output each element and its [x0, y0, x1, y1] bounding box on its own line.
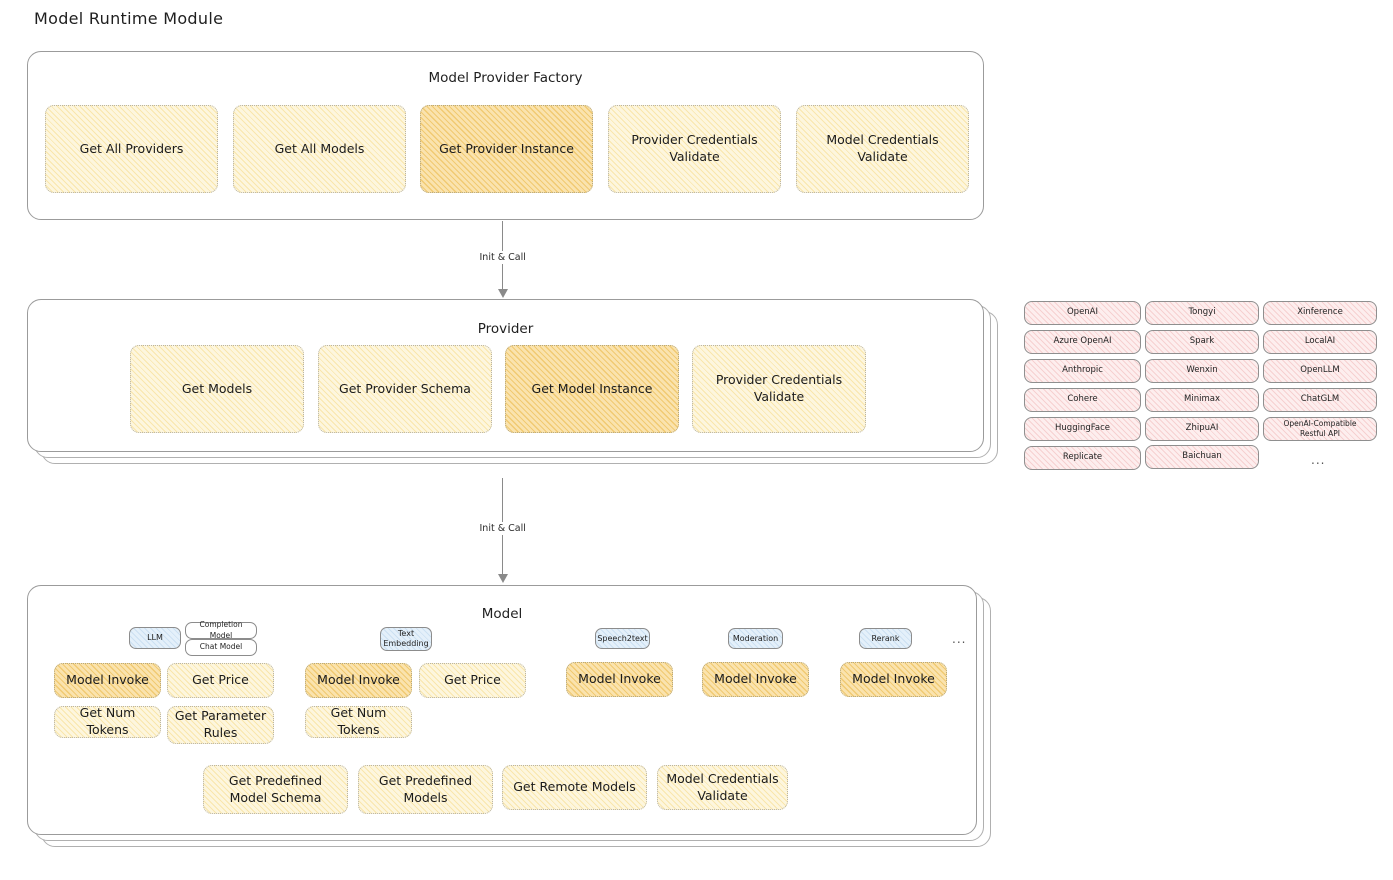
factory-node-get-all-providers[interactable]: Get All Providers: [45, 105, 218, 193]
model-type-badge-llm[interactable]: LLM: [129, 627, 181, 649]
provider-chip-wenxin[interactable]: Wenxin: [1145, 359, 1259, 383]
provider-chip-chatglm[interactable]: ChatGLM: [1263, 388, 1377, 412]
provider-node-get-provider-schema[interactable]: Get Provider Schema: [318, 345, 492, 433]
llm-node-get-num-tokens[interactable]: Get Num Tokens: [54, 705, 161, 738]
provider-chip-cohere[interactable]: Cohere: [1024, 388, 1141, 412]
provider-chip-zhipuai[interactable]: ZhipuAI: [1145, 417, 1259, 441]
model-type-badge-moderation[interactable]: Moderation: [728, 628, 783, 649]
rerank-node-model-invoke[interactable]: Model Invoke: [840, 662, 947, 697]
llm-node-get-price[interactable]: Get Price: [167, 663, 274, 698]
model-shared-node-model-credentials-validate[interactable]: Model Credentials Validate: [657, 765, 788, 810]
text-embedding-node-get-num-tokens[interactable]: Get Num Tokens: [305, 705, 412, 738]
arrow-head-icon: [497, 289, 508, 298]
llm-node-get-parameter-rules[interactable]: Get Parameter Rules: [167, 706, 274, 744]
connector-label: Init & Call: [476, 522, 529, 535]
model-subbadge-completion-model[interactable]: Completion Model: [185, 620, 257, 640]
llm-node-model-invoke[interactable]: Model Invoke: [54, 663, 161, 698]
factory-node-get-all-models[interactable]: Get All Models: [233, 105, 406, 193]
provider-chip-minimax[interactable]: Minimax: [1145, 388, 1259, 412]
factory-node-get-provider-instance[interactable]: Get Provider Instance: [420, 105, 593, 193]
model-types-more: ...: [952, 632, 967, 646]
model-type-badge-text-embedding[interactable]: Text Embedding: [380, 627, 432, 651]
model-title: Model: [481, 606, 523, 622]
connector-label: Init & Call: [476, 251, 529, 264]
provider-chip-localai[interactable]: LocalAI: [1263, 330, 1377, 354]
provider-node-get-models[interactable]: Get Models: [130, 345, 304, 433]
provider-chip-tongyi[interactable]: Tongyi: [1145, 301, 1259, 325]
model-subbadge-chat-model[interactable]: Chat Model: [185, 639, 257, 656]
speech2text-node-model-invoke[interactable]: Model Invoke: [566, 662, 673, 697]
factory-node-model-credentials-validate[interactable]: Model Credentials Validate: [796, 105, 969, 193]
factory-node-provider-credentials-validate[interactable]: Provider Credentials Validate: [608, 105, 781, 193]
provider-chip-openai[interactable]: OpenAI: [1024, 301, 1141, 325]
model-shared-node-get-predefined-model-schema[interactable]: Get Predefined Model Schema: [203, 765, 348, 814]
provider-node-get-model-instance[interactable]: Get Model Instance: [505, 345, 679, 433]
provider-chip-xinference[interactable]: Xinference: [1263, 301, 1377, 325]
text-embedding-node-model-invoke[interactable]: Model Invoke: [305, 663, 412, 698]
provider-chip-baichuan[interactable]: Baichuan: [1145, 445, 1259, 469]
arrow-head-icon: [497, 574, 508, 583]
provider-node-provider-credentials-validate[interactable]: Provider Credentials Validate: [692, 345, 866, 433]
model-shared-node-get-predefined-models[interactable]: Get Predefined Models: [358, 765, 493, 814]
provider-chip-huggingface[interactable]: HuggingFace: [1024, 417, 1141, 441]
provider-chip-spark[interactable]: Spark: [1145, 330, 1259, 354]
model-type-badge-rerank[interactable]: Rerank: [859, 628, 912, 649]
provider-chip-replicate[interactable]: Replicate: [1024, 446, 1141, 470]
provider-chip-anthropic[interactable]: Anthropic: [1024, 359, 1141, 383]
text-embedding-node-get-price[interactable]: Get Price: [419, 663, 526, 698]
model-type-badge-speech2text[interactable]: Speech2text: [595, 628, 650, 649]
provider-title: Provider: [477, 321, 534, 337]
model-provider-factory-title: Model Provider Factory: [428, 70, 583, 86]
provider-chip-azure-openai[interactable]: Azure OpenAI: [1024, 330, 1141, 354]
model-shared-node-get-remote-models[interactable]: Get Remote Models: [502, 765, 647, 810]
provider-chip-openllm[interactable]: OpenLLM: [1263, 359, 1377, 383]
page-title: Model Runtime Module: [34, 9, 224, 28]
provider-list-more: ...: [1311, 453, 1326, 467]
moderation-node-model-invoke[interactable]: Model Invoke: [702, 662, 809, 697]
provider-chip-openai-compatible-restful-api[interactable]: OpenAI-Compatible Restful API: [1263, 417, 1377, 441]
